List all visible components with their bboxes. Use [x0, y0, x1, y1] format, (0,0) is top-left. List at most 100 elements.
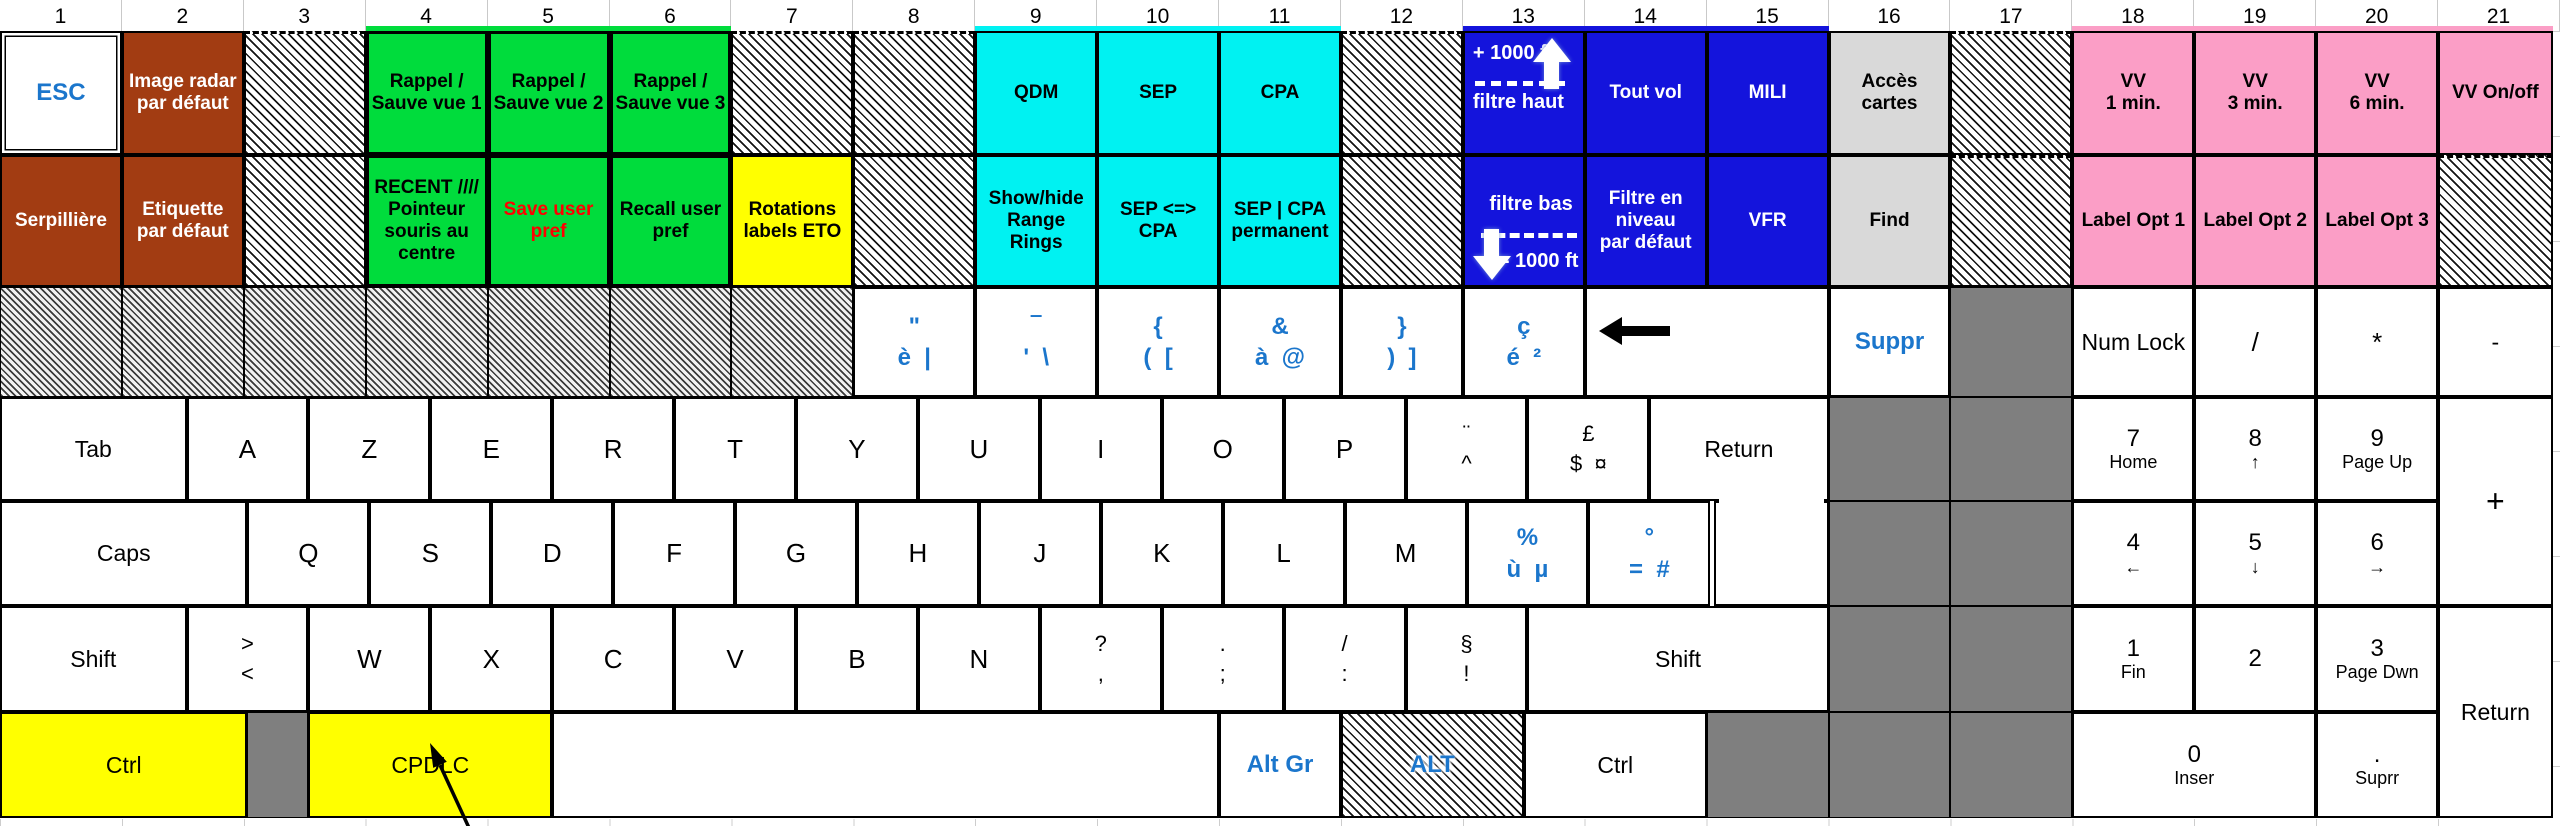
cpdlc-key[interactable]: CPDLC — [308, 712, 553, 818]
slash-colon-key[interactable]: /: — [1283, 606, 1406, 712]
recall-save-view-1-key[interactable]: Rappel /Sauve vue 1 — [365, 31, 488, 155]
column-header-14[interactable]: 14 — [1584, 0, 1707, 31]
filter-down-1000ft-key[interactable]: filtre bas- 1000 ft — [1462, 155, 1585, 287]
mili-key[interactable]: MILI — [1706, 31, 1829, 155]
azerty-apostrophe-key[interactable]: ‾' \ — [975, 287, 1098, 397]
letter-s-key[interactable]: S — [369, 501, 492, 606]
letter-u-key[interactable]: U — [917, 397, 1040, 501]
numpad-plus-key[interactable]: + — [2438, 397, 2553, 606]
percent-ugrave-key[interactable]: %ù µ — [1466, 501, 1589, 606]
numpad-multiply-key[interactable]: * — [2316, 287, 2439, 397]
column-header-11[interactable]: 11 — [1219, 0, 1341, 31]
letter-d-key[interactable]: D — [491, 501, 614, 606]
label-opt-3-key[interactable]: Label Opt 3 — [2316, 155, 2439, 287]
numpad-4-key[interactable]: 4← — [2072, 501, 2195, 606]
letter-f-key[interactable]: F — [613, 501, 736, 606]
cpa-key[interactable]: CPA — [1219, 31, 1341, 155]
label-opt-1-key[interactable]: Label Opt 1 — [2072, 155, 2195, 287]
return-key[interactable]: Return — [1649, 397, 1829, 501]
return-key-lower[interactable] — [1713, 501, 1829, 606]
letter-r-key[interactable]: R — [552, 397, 675, 501]
column-header-20[interactable]: 20 — [2316, 0, 2439, 31]
shift-left-key[interactable]: Shift — [0, 606, 187, 712]
column-header-1[interactable]: 1 — [0, 0, 122, 31]
letter-n-key[interactable]: N — [917, 606, 1040, 712]
label-opt-2-key[interactable]: Label Opt 2 — [2194, 155, 2317, 287]
tout-vol-key[interactable]: Tout vol — [1584, 31, 1707, 155]
letter-e-key[interactable]: E — [430, 397, 553, 501]
letter-a-key[interactable]: A — [186, 397, 309, 501]
numpad-dot-key[interactable]: .Suprr — [2316, 712, 2439, 818]
letter-p-key[interactable]: P — [1283, 397, 1406, 501]
column-header-9[interactable]: 9 — [975, 0, 1098, 31]
recall-save-view-2-key[interactable]: Rappel /Sauve vue 2 — [487, 31, 610, 155]
column-header-13[interactable]: 13 — [1462, 0, 1585, 31]
column-header-4[interactable]: 4 — [365, 0, 488, 31]
letter-m-key[interactable]: M — [1344, 501, 1467, 606]
numpad-divide-key[interactable]: / — [2194, 287, 2317, 397]
column-header-10[interactable]: 10 — [1097, 0, 1220, 31]
letter-l-key[interactable]: L — [1222, 501, 1345, 606]
letter-z-key[interactable]: Z — [308, 397, 431, 501]
numpad-return-key[interactable]: Return — [2438, 606, 2553, 818]
pound-dollar-key[interactable]: £$ ¤ — [1527, 397, 1650, 501]
diaeresis-circumflex-key[interactable]: ¨^ — [1405, 397, 1528, 501]
esc-key[interactable]: ESC — [0, 31, 122, 155]
letter-b-key[interactable]: B — [796, 606, 918, 712]
question-comma-key[interactable]: ?, — [1039, 606, 1162, 712]
degree-equals-key[interactable]: °= # — [1588, 501, 1711, 606]
column-header-6[interactable]: 6 — [609, 0, 732, 31]
numpad-2-key[interactable]: 2 — [2194, 606, 2317, 712]
altgr-key[interactable]: Alt Gr — [1219, 712, 1341, 818]
azerty-paren-open-key[interactable]: {( [ — [1097, 287, 1220, 397]
numpad-minus-key[interactable]: - — [2438, 287, 2553, 397]
qdm-key[interactable]: QDM — [975, 31, 1098, 155]
numpad-5-key[interactable]: 5↓ — [2194, 501, 2317, 606]
letter-h-key[interactable]: H — [856, 501, 979, 606]
tab-key[interactable]: Tab — [0, 397, 187, 501]
column-header-8[interactable]: 8 — [853, 0, 976, 31]
sep-key[interactable]: SEP — [1097, 31, 1220, 155]
column-header-19[interactable]: 19 — [2194, 0, 2317, 31]
less-greater-key[interactable]: >< — [186, 606, 309, 712]
letter-k-key[interactable]: K — [1100, 501, 1223, 606]
recall-save-view-3-key[interactable]: Rappel /Sauve vue 3 — [609, 31, 732, 155]
num-lock-key[interactable]: Num Lock — [2072, 287, 2195, 397]
azerty-paren-close-key[interactable]: }) ] — [1340, 287, 1463, 397]
azerty-agrave-key[interactable]: &à @ — [1219, 287, 1341, 397]
azerty-egrave-key[interactable]: "è | — [853, 287, 976, 397]
alt-key[interactable]: ALT — [1340, 712, 1524, 818]
letter-g-key[interactable]: G — [735, 501, 857, 606]
letter-j-key[interactable]: J — [978, 501, 1101, 606]
letter-w-key[interactable]: W — [308, 606, 431, 712]
find-key[interactable]: Find — [1828, 155, 1951, 287]
letter-q-key[interactable]: Q — [247, 501, 370, 606]
space-key[interactable] — [552, 712, 1220, 818]
shift-right-key[interactable]: Shift — [1527, 606, 1829, 712]
serpilliere-key[interactable]: Serpillière — [0, 155, 122, 287]
period-semicolon-key[interactable]: .; — [1161, 606, 1284, 712]
vfr-key[interactable]: VFR — [1706, 155, 1829, 287]
letter-o-key[interactable]: O — [1161, 397, 1284, 501]
backspace-key[interactable] — [1584, 287, 1829, 397]
suppr-key[interactable]: Suppr — [1828, 287, 1951, 397]
letter-v-key[interactable]: V — [674, 606, 797, 712]
column-header-12[interactable]: 12 — [1340, 0, 1463, 31]
ctrl-right-key[interactable]: Ctrl — [1523, 712, 1707, 818]
letter-c-key[interactable]: C — [552, 606, 675, 712]
sep-cpa-swap-key[interactable]: SEP <=>CPA — [1097, 155, 1220, 287]
